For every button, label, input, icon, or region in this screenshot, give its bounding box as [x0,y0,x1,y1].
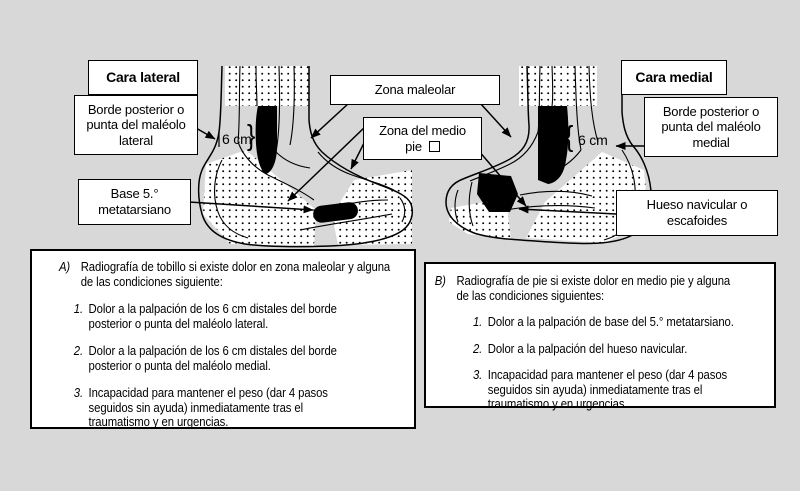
navicular-bone-shape [477,173,518,212]
midfoot-zone-right-arrow [477,149,527,207]
zona-medio-pie-label: Zona del medio pie [363,117,482,160]
malleolar-zone-left-arrow [310,102,350,139]
lateral-foot-outline [197,65,414,248]
panel-b-tag: B) [434,273,446,288]
cara-lateral-label: Cara lateral [88,60,198,95]
six-cm-label-medial: 6 cm [578,132,608,148]
medial-malleolus-bone-shape [538,106,569,184]
malleolar-zone-right-arrow [479,102,512,138]
panel-a-intro: A) Radiografía de tobillo si existe dolo… [58,259,391,289]
zona-maleolar-label: Zona maleolar [330,75,500,105]
fifth-metatarsal-bone-shape [313,202,358,223]
cara-medial-label: Cara medial [621,60,727,95]
panel-a-item-2: 2. Dolor a la palpación de los 6 cm dist… [73,343,337,373]
six-cm-brace-lateral: } [247,119,256,153]
ankle-xray-criteria-panel: A) Radiografía de tobillo si existe dolo… [30,249,416,429]
lateral-heel-stipple-zone [203,150,316,246]
navicular-leader-arrow [518,205,617,215]
medial-upper-stipple-zone [519,66,597,106]
medial-foot-outline [445,65,653,245]
panel-b-item-3: 3. Incapacidad para mantener el peso (da… [472,367,728,411]
midfoot-zone-left-long-arrow [287,125,367,202]
panel-a-item-1: 1. Dolor a la palpación de los 6 cm dist… [73,301,337,331]
lateral-foot-illustration [197,65,414,248]
lateral-upper-stipple-zone [225,66,309,106]
foot-xray-criteria-panel: B) Radiografía de pie si existe dolor en… [424,262,776,411]
borde-posterior-medial-label: Borde posterior o punta del maléolo medi… [644,97,778,157]
midfoot-square-icon [428,140,440,152]
midfoot-zone-left-short-arrow [350,142,365,170]
fifth-metatarsal-leader-arrow [188,201,314,214]
six-cm-label-lateral: 6 cm [222,131,252,147]
leader-arrows [188,102,644,215]
panel-a-item-3: 3. Incapacidad para mantener el peso (da… [73,385,328,429]
panel-b-item-2: 2. Dolor a la palpación del hueso navicu… [472,340,688,356]
panel-b-item-1: 1. Dolor a la palpación de base del 5.° … [472,314,734,329]
base-metatarsiano-label: Base 5.° metatarsiano [78,179,191,225]
panel-a-tag: A) [58,259,71,274]
lateral-malleolus-bone-shape [255,106,277,174]
hueso-navicular-label: Hueso navicular o escafoides [616,190,778,236]
borde-posterior-lateral-label: Borde posterior o punta del maléolo late… [74,95,198,155]
panel-b-intro: B) Radiografía de pie si existe dolor en… [434,273,731,303]
six-cm-left-leader-arrow [195,127,216,140]
six-cm-brace-medial: { [565,120,574,154]
